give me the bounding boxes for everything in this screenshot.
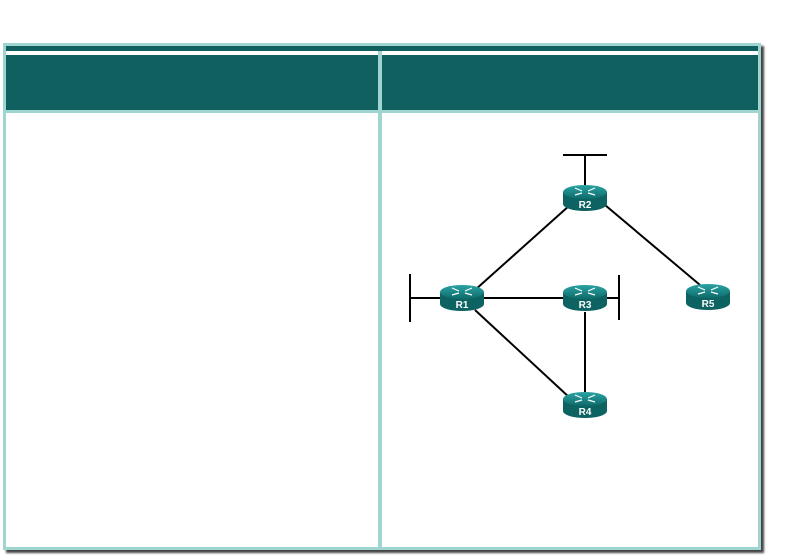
router-r2: R2: [563, 185, 607, 211]
router-label: R5: [702, 299, 715, 310]
link-r1-r2: [474, 204, 571, 291]
router-r4: R4: [563, 392, 607, 418]
left-column-header: [6, 55, 378, 110]
right-column-header: [382, 55, 758, 110]
router-label: R2: [579, 200, 592, 211]
router-arrows-icon: [574, 287, 596, 296]
link-r1-r4: [474, 309, 571, 399]
router-label: R3: [579, 300, 592, 311]
router-label: R4: [579, 407, 592, 418]
router-arrows-icon: [451, 287, 473, 296]
lan-segment-r2: [563, 154, 607, 185]
header-separator: [6, 110, 758, 113]
router-arrows-icon: [574, 394, 596, 403]
router-arrows-icon: [574, 187, 596, 196]
router-r5: R5: [686, 284, 730, 310]
column-divider: [378, 51, 382, 547]
router-r1: R1: [440, 285, 484, 311]
lan-segment-r3: [607, 275, 620, 320]
lan-segment-r1: [409, 274, 440, 322]
router-r3: R3: [563, 285, 607, 311]
router-arrows-icon: [697, 286, 719, 295]
link-r2-r5: [604, 204, 701, 286]
frame-top-bar: [6, 46, 758, 51]
router-label: R1: [456, 300, 469, 311]
content-frame: [3, 43, 761, 550]
